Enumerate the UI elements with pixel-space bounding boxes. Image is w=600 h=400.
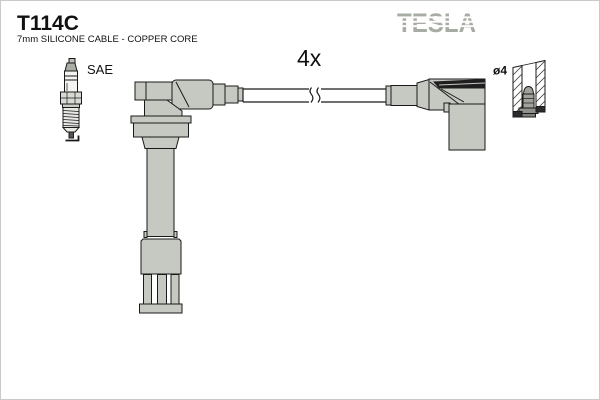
plug-gasket [62, 103, 80, 108]
cable [242, 87, 387, 103]
left-boot-contact-wall [143, 274, 152, 305]
plug-tip-taper [61, 127, 81, 133]
left-boot-end-block [134, 81, 147, 101]
left-boot-nipple-step [237, 87, 244, 102]
logo-stripe [394, 16, 480, 19]
left-boot-neck [144, 99, 183, 117]
right-boot-vertical [448, 103, 486, 151]
left-boot-end-block [145, 81, 173, 101]
brand-logo-text: TESLA [397, 8, 476, 38]
spark-plug-icon [60, 58, 82, 142]
right-boot-nipple [390, 85, 418, 106]
left-boot-tab [143, 231, 148, 238]
plug-center-electrode [68, 131, 74, 139]
left-boot-neck2 [141, 136, 180, 149]
right-boot-cap [385, 85, 392, 106]
right-boot [385, 78, 486, 151]
terminal-cross-section [512, 59, 546, 118]
cross-section-back-edge [521, 62, 537, 66]
wall-foot [512, 111, 523, 118]
inner-terminal-foot [521, 113, 536, 118]
left-boot-collar [212, 83, 226, 106]
logo-stripe [394, 20, 480, 23]
plug-insulator [64, 70, 78, 93]
right-boot-cone [416, 78, 430, 111]
left-boot-flange [133, 122, 189, 138]
left-boot-shaft [146, 148, 175, 237]
plug-terminal-post [64, 62, 78, 72]
brand-logo: TESLA [394, 8, 480, 38]
left-boot-tab [173, 231, 178, 238]
left-boot-lower-block [140, 238, 182, 275]
diameter-label: ø4 [493, 64, 507, 78]
left-boot-flange-lip [130, 115, 192, 124]
inner-terminal-dome [522, 85, 535, 95]
cable-break-mark [309, 87, 314, 103]
right-boot-miter-line [440, 88, 465, 103]
sae-label: SAE [87, 62, 113, 77]
cable-break-mark [316, 87, 321, 103]
wall-foot [535, 106, 546, 113]
left-boot [130, 79, 244, 314]
cross-section-wall-right [535, 59, 546, 112]
left-boot-contact-wall [170, 274, 180, 305]
part-number: T114C [17, 12, 79, 35]
left-boot-miter-line [175, 81, 190, 108]
left-boot-nipple [224, 85, 239, 104]
left-boot-contact-bar [157, 274, 167, 305]
left-boot-base [139, 303, 183, 314]
right-boot-band-highlight [438, 82, 486, 86]
left-boot-barrel [171, 79, 214, 110]
cable-left-segment [242, 88, 309, 103]
inner-terminal-body [522, 93, 535, 109]
quantity-label: 4x [297, 45, 322, 71]
subtitle: 7mm SILICONE CABLE - COPPER CORE [17, 34, 198, 45]
plug-terminal-nut [68, 58, 76, 64]
cable-right-segment [321, 88, 387, 103]
plug-ground-electrode [65, 135, 80, 142]
logo-stripe [394, 25, 480, 28]
